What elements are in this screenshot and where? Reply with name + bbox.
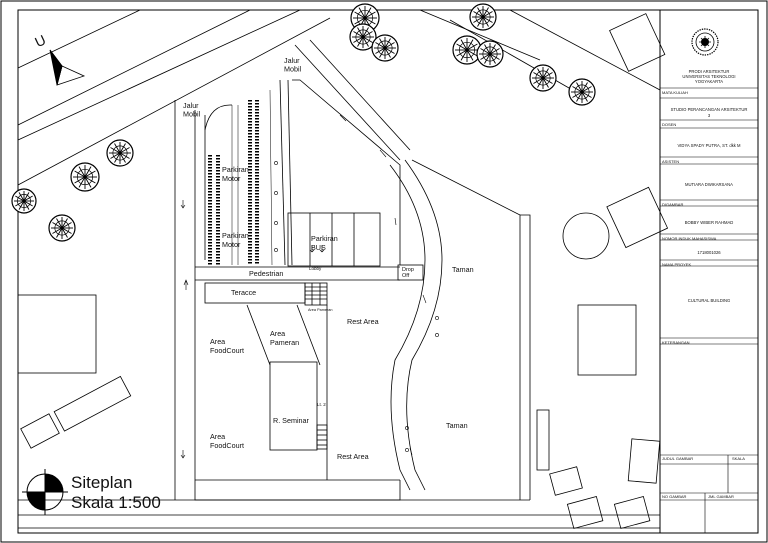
course-name: STUDIO PERANCANGAN ARSITEKTUR [670, 107, 748, 112]
title-block: PRODI ARSITEKTUR UNIVERSITAS TEKNOLOGI Y… [660, 10, 758, 533]
label-taman-2: Taman [446, 421, 468, 430]
drawing-no-label: NO GAMBAR [662, 494, 687, 499]
tree-icon [529, 64, 557, 92]
tree-icon [349, 23, 377, 51]
assistant-name: MUTIARA DWIKARSANA [685, 182, 733, 187]
trees [11, 3, 596, 242]
lecturer-name: VIDYA SPADY PUTRA, ST. dkk M [677, 143, 741, 148]
course-label: MATA KULIAH [662, 90, 688, 95]
motor-parking-stalls [208, 89, 273, 266]
site-lines [17, 9, 669, 529]
institution-line-2: UNIVERSITAS TEKNOLOGI [682, 74, 736, 79]
drawn-by-name: BOBBY WIBER RAHMAD [684, 220, 734, 225]
student-id-label: NOMOR INDUK MAHASISWA [662, 236, 717, 241]
sheet-scale: Skala 1:500 [71, 493, 161, 512]
tree-icon [452, 35, 482, 65]
label-terrace: Teracce [231, 288, 256, 297]
drawing-count-label: JML GAMBAR [708, 494, 734, 499]
sheet-title: Siteplan [71, 473, 132, 492]
label-r-seminar: R. Seminar [273, 416, 310, 425]
project-label: NAMA PROYEK [662, 262, 692, 267]
lecturer-label: DOSEN [662, 122, 677, 127]
drawing-frame [17, 9, 759, 534]
label-small-stair: Area Pameran [308, 308, 332, 312]
label-taman-1: Taman [452, 265, 474, 274]
label-pedestrian: Pedestrian [249, 269, 283, 278]
assistant-label: ASISTEN [662, 159, 680, 164]
tree-icon [106, 139, 134, 167]
north-arrow [49, 49, 86, 86]
tree-icon [48, 214, 76, 242]
label-lobby: Lobby [309, 266, 322, 271]
label-rest-area-2: Rest Area [337, 452, 369, 461]
tree-icon [568, 78, 596, 106]
tree-icon [371, 34, 399, 62]
institution-line-1: PRODI ARSITEKTUR [688, 69, 730, 74]
project-name: CULTURAL BUILDING [687, 298, 731, 303]
scale-label: SKALA [732, 456, 745, 461]
institution-line-3: YOGYAKARTA [694, 79, 724, 84]
direction-arrows [180, 114, 427, 459]
tree-icon [476, 40, 504, 68]
label-rest-area-1: Rest Area [347, 317, 379, 326]
title-block-grid [660, 87, 758, 533]
notes-label: KETERANGAN [662, 340, 690, 345]
tree-icon [70, 162, 100, 192]
section-marker-icon [22, 469, 68, 515]
label-lt2: Lt. 2 [317, 402, 326, 407]
tree-icon [469, 3, 497, 31]
tree-icon [11, 188, 37, 214]
university-logo-icon [691, 28, 719, 56]
drawing-title-label: JUDUL GAMBAR [662, 456, 694, 461]
course-number: 3 [707, 113, 711, 118]
north-letter: U [32, 31, 48, 50]
student-id: 1718001026 [697, 250, 721, 255]
drawn-by-label: DIGAMBAR [662, 202, 684, 207]
bollards [274, 161, 439, 452]
